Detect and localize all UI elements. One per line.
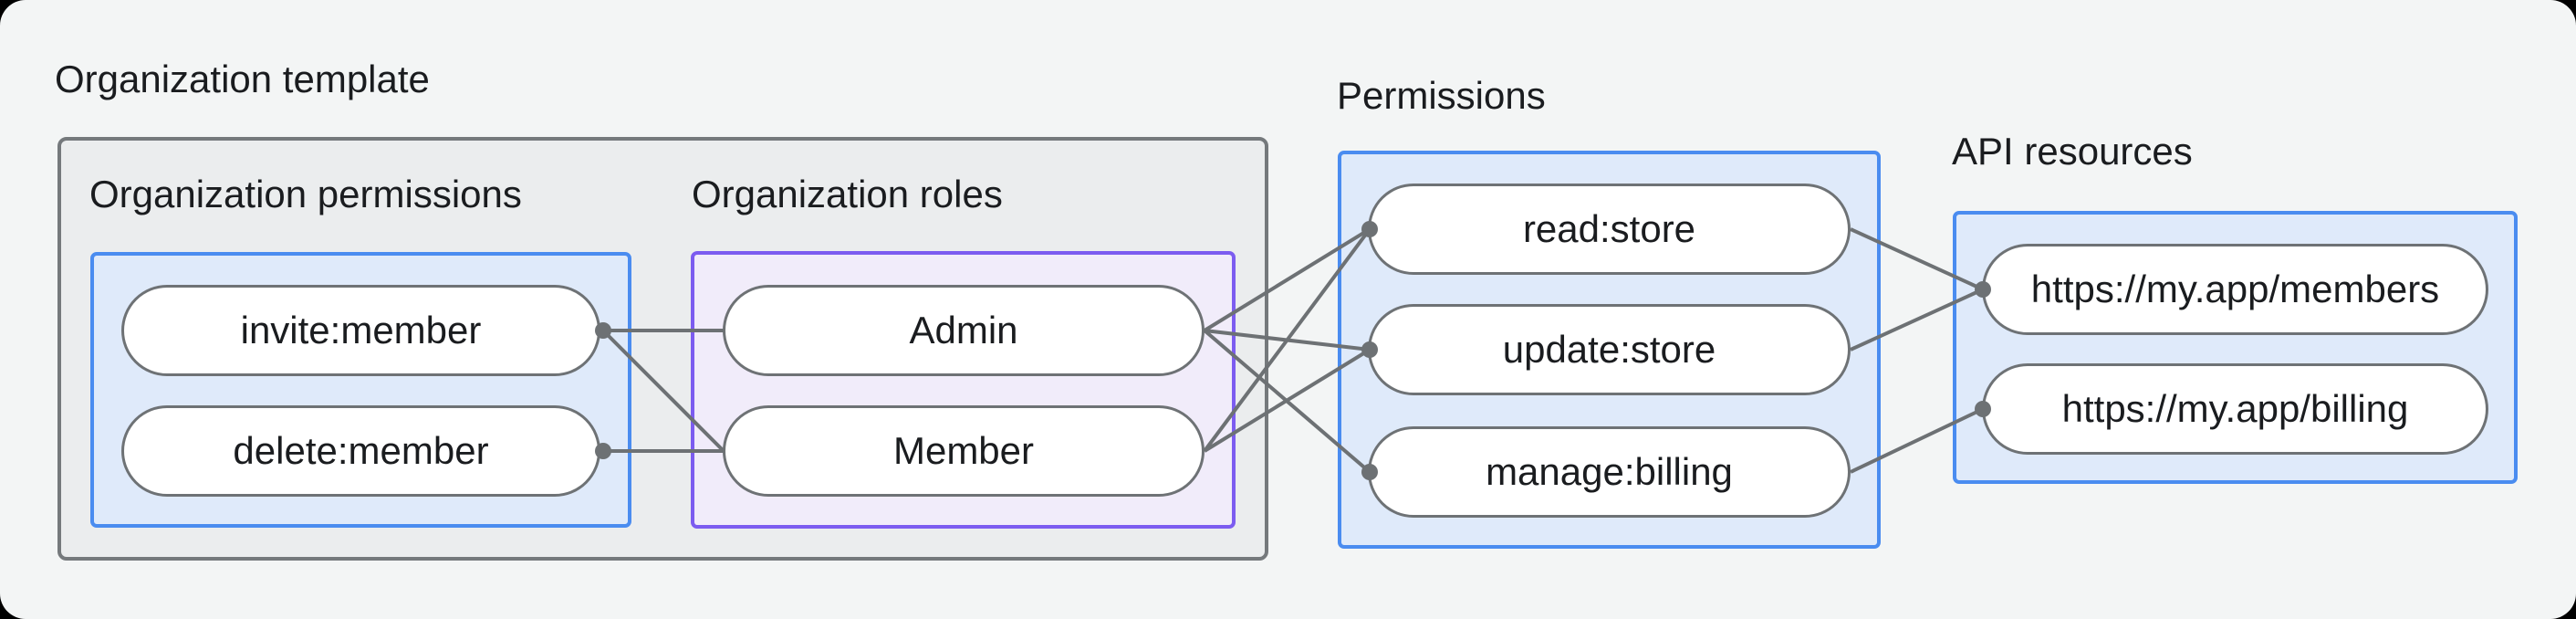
node-update-store: update:store xyxy=(1368,304,1851,395)
organization-permissions-label: Organization permissions xyxy=(89,173,522,215)
node-api-billing: https://my.app/billing xyxy=(1982,363,2488,455)
organization-roles-label: Organization roles xyxy=(692,173,1003,215)
api-resources-label: API resources xyxy=(1952,130,2193,173)
node-invite-member: invite:member xyxy=(121,285,600,376)
permissions-label: Permissions xyxy=(1337,74,1546,117)
node-read-store: read:store xyxy=(1368,184,1851,275)
organization-template-label: Organization template xyxy=(55,58,430,100)
node-member-role: Member xyxy=(723,405,1205,497)
node-delete-member: delete:member xyxy=(121,405,600,497)
node-api-members: https://my.app/members xyxy=(1982,244,2488,335)
node-manage-billing: manage:billing xyxy=(1368,426,1851,518)
node-admin-role: Admin xyxy=(723,285,1205,376)
